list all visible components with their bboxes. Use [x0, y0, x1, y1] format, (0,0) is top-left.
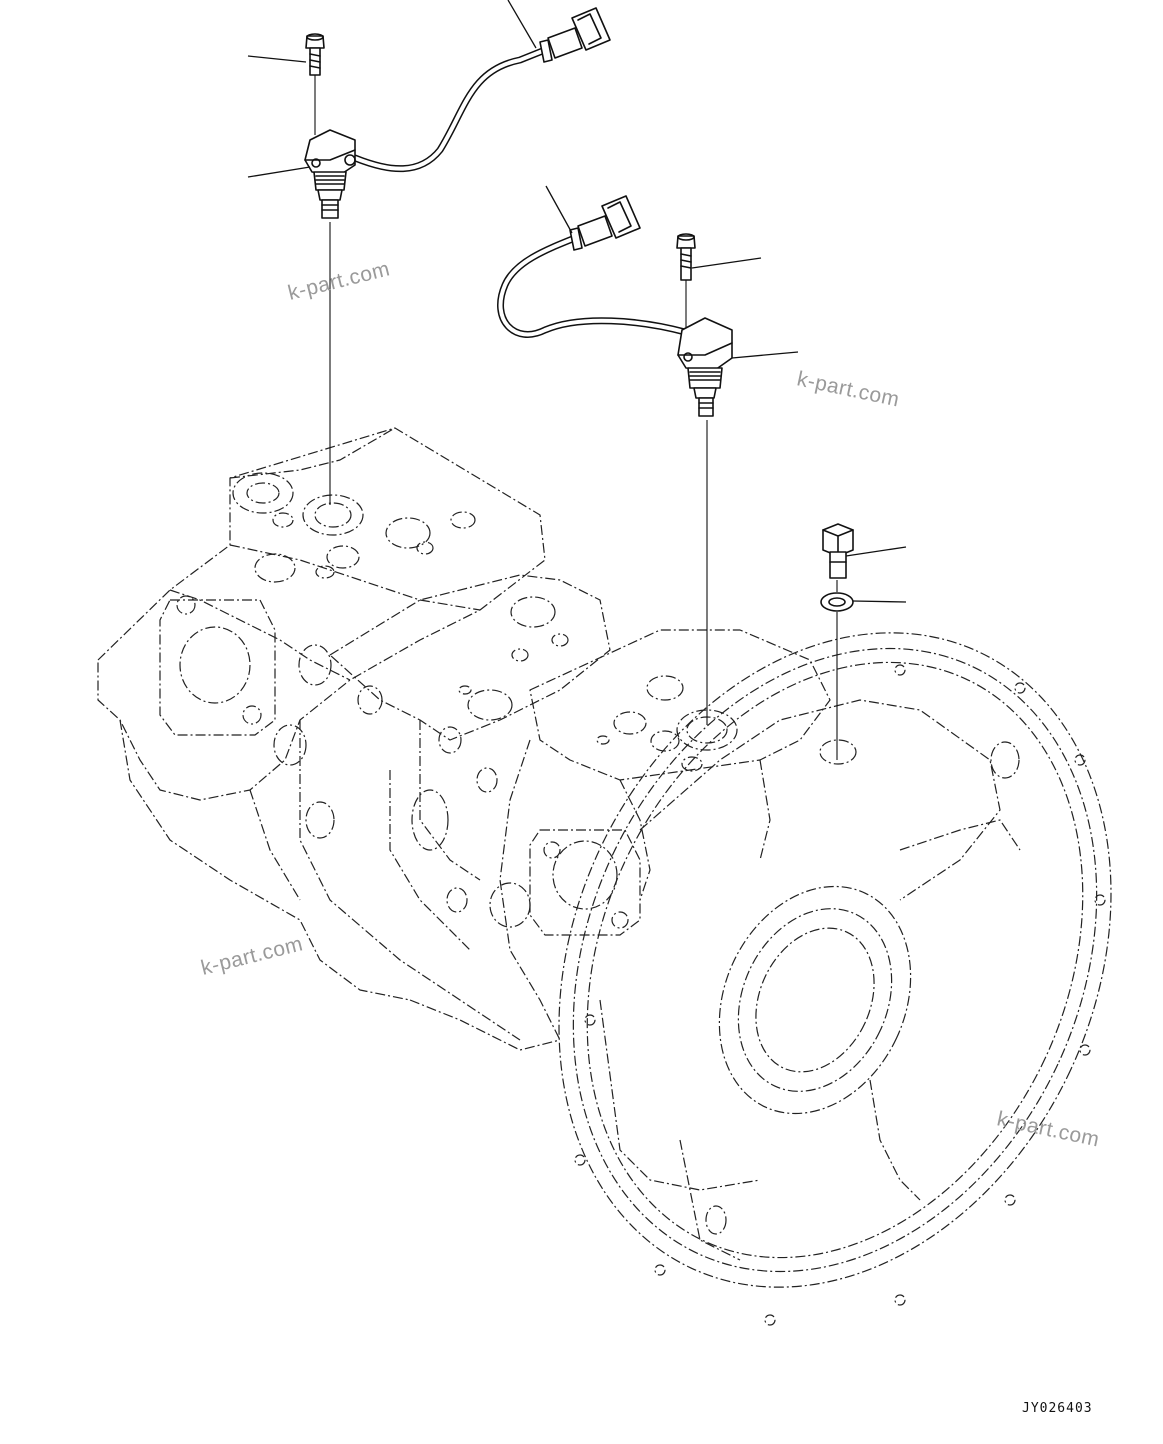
washer[interactable]	[820, 592, 854, 612]
watermark-1: k-part.com	[286, 257, 393, 305]
watermark-4: k-part.com	[995, 1107, 1102, 1151]
leader-cap-screw-1	[247, 55, 307, 63]
watermark-2: k-part.com	[795, 367, 902, 411]
callout-leaders	[247, 0, 907, 603]
leader-sensor-1-connector	[507, 0, 537, 49]
drawing-code: JY026403	[1022, 1401, 1093, 1416]
leader-plug-bolt	[845, 546, 907, 557]
leader-sensor-2	[731, 351, 799, 359]
hydraulic-pump-assembly	[97, 427, 1112, 1326]
plug-bolt[interactable]	[822, 523, 854, 579]
pressure-sensor-1[interactable]	[304, 7, 611, 219]
leader-sensor-2-connector	[545, 185, 573, 234]
leader-washer	[852, 600, 907, 603]
watermark-3: k-part.com	[199, 932, 306, 980]
leader-cap-screw-2	[691, 257, 762, 269]
leader-sensor-1	[247, 166, 311, 178]
pressure-sensor-2[interactable]	[497, 195, 733, 417]
cap-screw-1[interactable]	[305, 33, 325, 76]
cap-screw-2[interactable]	[676, 233, 696, 281]
